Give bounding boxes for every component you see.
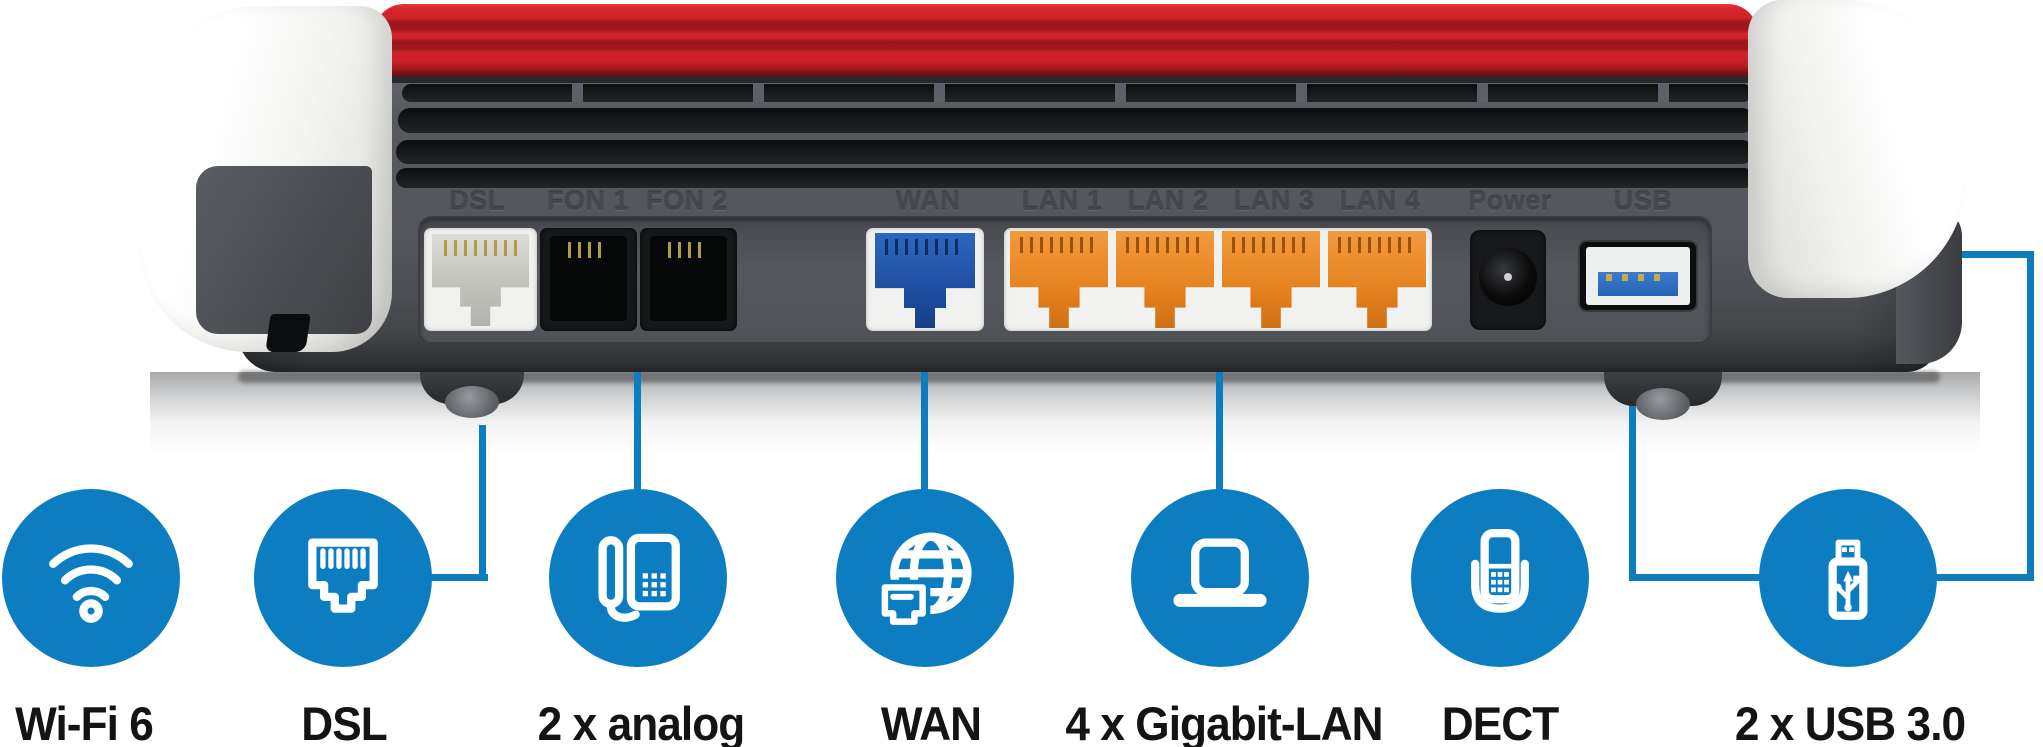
usb-port bbox=[1580, 242, 1696, 310]
feature-dsl bbox=[254, 489, 432, 667]
router-foot-left bbox=[420, 368, 524, 418]
port-label-lan2: LAN 2 bbox=[1127, 186, 1209, 216]
vent-row-1 bbox=[402, 84, 1752, 102]
fon2-port bbox=[640, 228, 737, 331]
usb-stick-icon bbox=[1759, 489, 1937, 667]
body-left-side-panel bbox=[196, 166, 372, 334]
vent-row-3 bbox=[396, 140, 1754, 164]
feature-wan bbox=[836, 489, 1014, 667]
laptop-icon bbox=[1131, 489, 1309, 667]
port-label-power: Power bbox=[1468, 186, 1552, 216]
connector-usb-right-top bbox=[1955, 251, 2034, 258]
feature-wifi bbox=[2, 489, 180, 667]
connector-analog-vertical bbox=[634, 370, 641, 492]
vent-row-4 bbox=[396, 168, 1754, 188]
globe-icon bbox=[836, 489, 1014, 667]
feature-label-wifi: Wi-Fi 6 bbox=[15, 697, 154, 747]
connector-usb-left-vertical bbox=[1629, 402, 1636, 581]
cordless-phone-icon bbox=[1411, 489, 1589, 667]
connector-lan-vertical bbox=[1216, 370, 1223, 492]
feature-label-analog: 2 x analog bbox=[537, 697, 746, 747]
feature-dect bbox=[1411, 489, 1589, 667]
feature-gigabit-lan bbox=[1131, 489, 1309, 667]
telephone-icon bbox=[549, 489, 727, 667]
connector-usb-right-bottom bbox=[1933, 574, 2034, 581]
port-label-dsl: DSL bbox=[449, 186, 505, 216]
port-label-lan4: LAN 4 bbox=[1339, 186, 1421, 216]
power-jack bbox=[1470, 230, 1546, 330]
dsl-port bbox=[424, 228, 537, 331]
connector-dsl-vertical bbox=[479, 425, 486, 578]
feature-label-dsl: DSL bbox=[301, 697, 387, 747]
lan-port-strip bbox=[1004, 228, 1432, 331]
port-label-usb: USB bbox=[1613, 186, 1673, 216]
feature-label-usb: 2 x USB 3.0 bbox=[1734, 697, 1966, 747]
port-label-lan1: LAN 1 bbox=[1021, 186, 1103, 216]
connector-dsl-horizontal bbox=[430, 574, 488, 581]
red-roof bbox=[374, 4, 1758, 76]
left-corner-foot bbox=[265, 314, 311, 352]
floor-shadow-core bbox=[238, 371, 1940, 383]
feature-label-wan: WAN bbox=[880, 697, 982, 747]
connector-usb-left-horizontal bbox=[1629, 574, 1761, 581]
connector-usb-right-vertical bbox=[2027, 251, 2034, 581]
wifi-icon bbox=[2, 489, 180, 667]
wan-port bbox=[866, 228, 984, 331]
fon1-port bbox=[540, 228, 637, 331]
feature-usb bbox=[1759, 489, 1937, 667]
port-label-wan: WAN bbox=[895, 186, 961, 216]
feature-analog bbox=[549, 489, 727, 667]
port-label-fon1: FON 1 bbox=[546, 186, 630, 216]
feature-label-gigabit-lan: 4 x Gigabit-LAN bbox=[1065, 697, 1383, 747]
roof-shadow-strip bbox=[380, 74, 1752, 83]
connector-wan-vertical bbox=[921, 370, 928, 492]
feature-label-dect: DECT bbox=[1441, 697, 1559, 747]
router-foot-right bbox=[1604, 368, 1722, 420]
vent-row-2 bbox=[398, 108, 1754, 133]
rj45-jack-icon bbox=[254, 489, 432, 667]
end-cap-right bbox=[1748, 0, 1966, 298]
port-label-lan3: LAN 3 bbox=[1233, 186, 1315, 216]
port-label-fon2: FON 2 bbox=[645, 186, 729, 216]
